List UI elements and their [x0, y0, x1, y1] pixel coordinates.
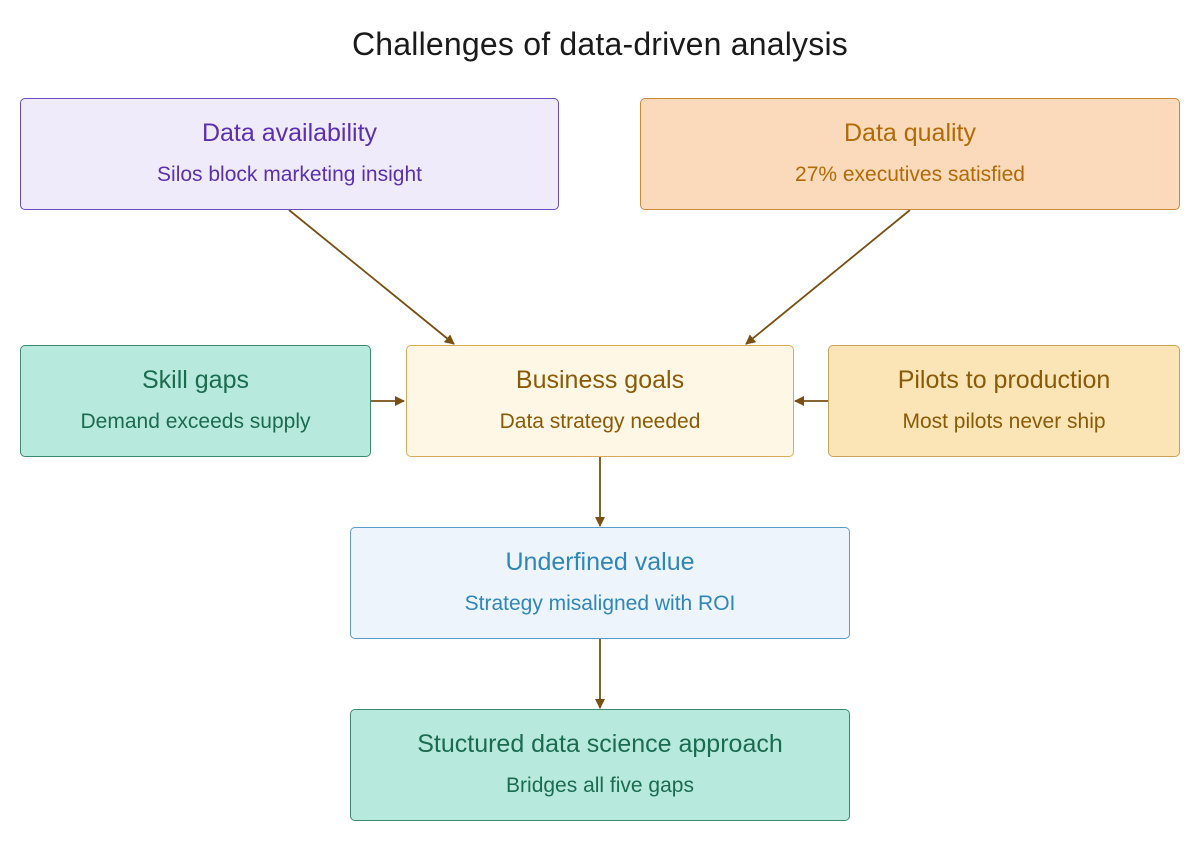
- node-title: Data availability: [201, 119, 378, 147]
- node-pilots-to-production: Pilots to production Most pilots never s…: [828, 345, 1180, 457]
- node-data-quality: Data quality 27% executives satisfied: [640, 98, 1180, 210]
- node-title: Data quality: [843, 119, 977, 147]
- node-title: Business goals: [515, 366, 685, 394]
- node-subtitle: Data strategy needed: [499, 410, 701, 433]
- node-subtitle: Silos block marketing insight: [157, 163, 422, 186]
- node-title: Pilots to production: [897, 366, 1111, 394]
- node-subtitle: Strategy misaligned with ROI: [464, 592, 736, 615]
- node-structured-approach: Stuctured data science approach Bridges …: [350, 709, 850, 821]
- diagram-title: Challenges of data-driven analysis: [352, 26, 848, 62]
- node-data-availability: Data availability Silos block marketing …: [20, 98, 559, 210]
- node-undefined-value: Underfined value Strategy misaligned wit…: [350, 527, 850, 639]
- node-subtitle: 27% executives satisfied: [795, 163, 1025, 186]
- edge-data-quality-to-business-goals: [745, 209, 911, 345]
- node-subtitle: Demand exceeds supply: [80, 410, 311, 433]
- node-title: Skill gaps: [142, 366, 249, 394]
- node-business-goals: Business goals Data strategy needed: [406, 345, 794, 457]
- node-skill-gaps: Skill gaps Demand exceeds supply: [20, 345, 371, 457]
- node-subtitle: Most pilots never ship: [902, 410, 1106, 433]
- node-subtitle: Bridges all five gaps: [506, 774, 694, 797]
- edge-data-availability-to-business-goals: [288, 209, 455, 345]
- node-title: Underfined value: [505, 548, 695, 576]
- node-title: Stuctured data science approach: [417, 730, 783, 758]
